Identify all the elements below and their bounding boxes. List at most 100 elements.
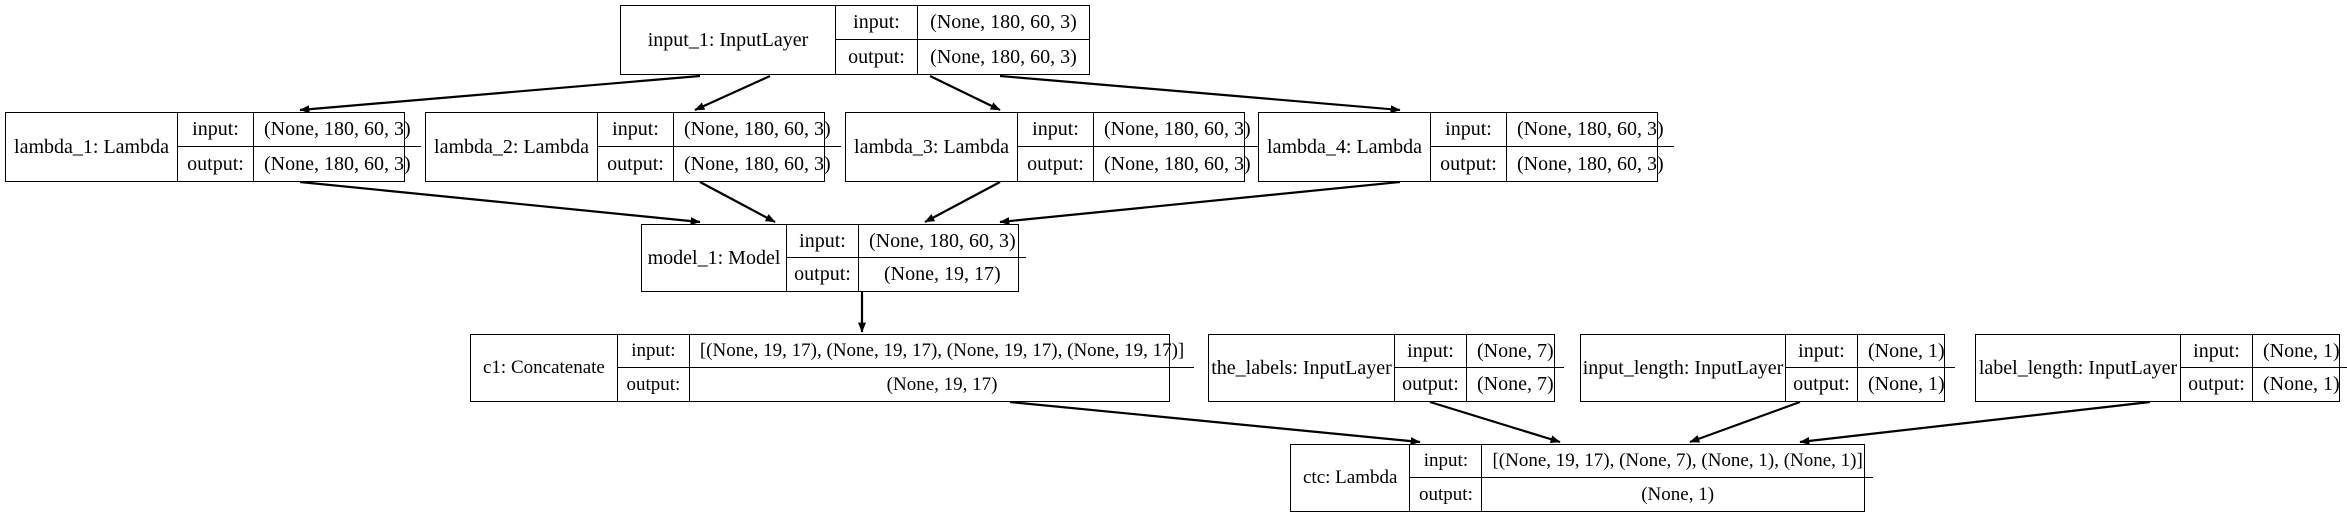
node-c1-input-shape: [(None, 19, 17), (None, 19, 17), (None, … [699,340,1185,361]
node-input-length-output-row: output: (None, 1) [1786,368,1955,401]
node-lambda-1-title: lambda_1: Lambda [6,113,178,181]
edge-c1-ctc [1009,400,1421,446]
input-label: input: [178,113,254,146]
node-input-1-output-shape: (None, 180, 60, 3) [930,45,1077,68]
edge-input1-lambda1 [299,74,701,114]
node-label-length-output-shape: (None, 1) [2263,373,2340,395]
node-lambda-2-input-shape: (None, 180, 60, 3) [684,118,831,140]
output-label: output: [1410,478,1483,511]
node-input-length-input-row: input: (None, 1) [1786,335,1955,368]
output-label: output: [787,258,859,291]
node-label-length-input-row: input: (None, 1) [2181,335,2347,368]
node-model-1-output-row: output: (None, 19, 17) [787,258,1026,291]
node-lambda-4-input-row: input: (None, 180, 60, 3) [1431,113,1674,147]
node-lambda-1-io: input: (None, 180, 60, 3) output: (None,… [178,113,421,181]
edge-lambda4-model1 [999,180,1401,226]
input-label: input: [1431,113,1507,146]
node-label-length-input-shape: (None, 1) [2263,339,2340,362]
node-c1-io: input: [(None, 19, 17), (None, 19, 17), … [617,335,1195,401]
input-label: input: [1395,335,1467,367]
node-input-1-output-row: output: (None, 180, 60, 3) [836,40,1089,74]
node-model-1-io: input: (None, 180, 60, 3) output: (None,… [787,225,1026,291]
node-ctc-title: ctc: Lambda [1291,445,1411,511]
node-lambda-4[interactable]: lambda_4: Lambda input: (None, 180, 60, … [1258,112,1674,182]
node-input-1-input-shape: (None, 180, 60, 3) [930,11,1077,33]
node-model-1-output-shape: (None, 19, 17) [884,263,1001,285]
node-input-length-title: input_length: InputLayer [1581,335,1786,401]
node-label-length[interactable]: label_length: InputLayer input: (None, 1… [1975,334,2347,402]
node-label-length-io: input: (None, 1) output: (None, 1) [2181,335,2347,401]
node-lambda-2-title: lambda_2: Lambda [426,113,598,181]
node-the-labels-title: the_labels: InputLayer [1209,335,1395,401]
node-c1-concatenate[interactable]: c1: Concatenate input: [(None, 19, 17), … [470,334,1195,402]
input-label: input: [598,113,674,146]
node-input-1-io: input: (None, 180, 60, 3) output: (None,… [836,6,1089,74]
node-model-1-title: model_1: Model [642,225,787,291]
node-lambda-4-output-row: output: (None, 180, 60, 3) [1431,147,1674,181]
edge-input1-lambda2 [694,74,771,112]
output-label: output: [1018,147,1094,181]
node-lambda-1-input-row: input: (None, 180, 60, 3) [178,113,421,147]
edge-input1-lambda3 [929,75,1001,111]
node-c1-output-shape: (None, 19, 17) [886,373,998,395]
node-ctc-input-shape: [(None, 19, 17), (None, 7), (None, 1), (… [1492,450,1863,471]
node-lambda-3-title: lambda_3: Lambda [846,113,1018,181]
node-lambda-3-input-shape: (None, 180, 60, 3) [1104,118,1251,140]
edge-thelabels-ctc [1429,400,1561,444]
node-lambda-3-io: input: (None, 180, 60, 3) output: (None,… [1018,113,1261,181]
node-lambda-1-output-shape: (None, 180, 60, 3) [264,152,411,175]
output-label: output: [178,147,254,181]
edge-lambda2-model1 [699,181,776,223]
node-input-length-io: input: (None, 1) output: (None, 1) [1786,335,1955,401]
node-the-labels[interactable]: the_labels: InputLayer input: (None, 7) … [1208,334,1564,402]
node-lambda-3-output-row: output: (None, 180, 60, 3) [1018,147,1261,181]
node-input-1-input-row: input: (None, 180, 60, 3) [836,6,1089,40]
node-input-1-title: input_1: InputLayer [621,6,836,74]
node-lambda-4-title: lambda_4: Lambda [1259,113,1431,181]
edge-inputlength-ctc [1689,400,1801,444]
input-label: input: [618,335,690,367]
node-input-length-input-shape: (None, 1) [1868,339,1945,362]
output-label: output: [836,40,918,74]
node-ctc-lambda[interactable]: ctc: Lambda input: [(None, 19, 17), (Non… [1290,444,1873,512]
node-label-length-title: label_length: InputLayer [1976,335,2181,401]
output-label: output: [1395,368,1467,401]
node-lambda-1-output-row: output: (None, 180, 60, 3) [178,147,421,181]
node-ctc-output-shape: (None, 1) [1641,483,1715,505]
output-label: output: [618,368,690,401]
input-label: input: [2181,335,2253,367]
node-c1-input-row: input: [(None, 19, 17), (None, 19, 17), … [617,335,1195,368]
node-ctc-input-row: input: [(None, 19, 17), (None, 7), (None… [1410,445,1873,478]
node-the-labels-input-shape: (None, 7) [1477,339,1554,362]
node-label-length-output-row: output: (None, 1) [2181,368,2347,401]
node-c1-output-row: output: (None, 19, 17) [618,368,1194,401]
edge-labellength-ctc [1799,400,2151,445]
node-lambda-4-input-shape: (None, 180, 60, 3) [1517,118,1664,140]
node-lambda-2-output-row: output: (None, 180, 60, 3) [598,147,841,181]
output-label: output: [2181,368,2253,401]
node-model-1[interactable]: model_1: Model input: (None, 180, 60, 3)… [641,224,1026,292]
node-lambda-2[interactable]: lambda_2: Lambda input: (None, 180, 60, … [425,112,841,182]
node-input-length[interactable]: input_length: InputLayer input: (None, 1… [1580,334,1955,402]
node-lambda-1[interactable]: lambda_1: Lambda input: (None, 180, 60, … [5,112,421,182]
node-input-1[interactable]: input_1: InputLayer input: (None, 180, 6… [620,5,1090,75]
node-lambda-3[interactable]: lambda_3: Lambda input: (None, 180, 60, … [845,112,1261,182]
node-ctc-output-row: output: (None, 1) [1410,478,1872,511]
node-the-labels-io: input: (None, 7) output: (None, 7) [1395,335,1564,401]
node-input-length-output-shape: (None, 1) [1868,373,1945,395]
input-label: input: [1786,335,1858,367]
node-lambda-2-input-row: input: (None, 180, 60, 3) [598,113,841,147]
node-lambda-1-input-shape: (None, 180, 60, 3) [264,118,411,140]
input-label: input: [1018,113,1094,146]
node-lambda-3-input-row: input: (None, 180, 60, 3) [1018,113,1261,147]
node-the-labels-input-row: input: (None, 7) [1395,335,1564,368]
input-label: input: [1410,445,1483,477]
output-label: output: [1431,147,1507,181]
edge-lambda1-model1 [299,180,701,226]
node-lambda-4-io: input: (None, 180, 60, 3) output: (None,… [1431,113,1674,181]
node-lambda-3-output-shape: (None, 180, 60, 3) [1104,152,1251,175]
input-label: input: [787,225,859,257]
output-label: output: [1786,368,1858,401]
